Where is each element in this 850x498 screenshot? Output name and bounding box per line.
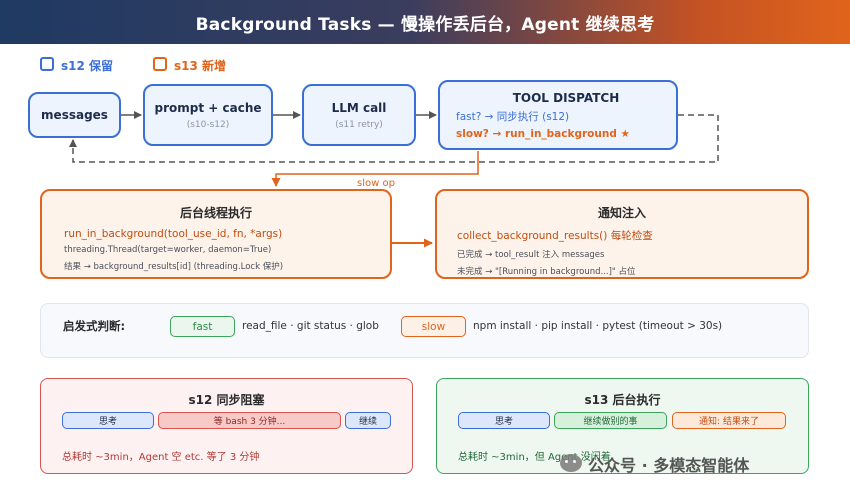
s13-total-time: 总耗时 ~3min，但 Agent 没闲着: [458, 452, 611, 463]
s12-continue-step: 继续: [345, 412, 391, 429]
slow-op-label: slow op: [357, 178, 395, 189]
tool-dispatch-title: TOOL DISPATCH: [512, 90, 620, 105]
background-thread-line3: 结果 → background_results[id] (threading.L…: [64, 262, 284, 272]
llm-call-node: LLM call (s11 retry): [302, 84, 416, 146]
notify-line1: collect_background_results() 每轮检查: [457, 230, 653, 242]
s13-think-step: 思考: [458, 412, 550, 429]
prompt-cache-sub: (s10-s12): [186, 119, 230, 130]
s12-title: s12 同步阻塞: [188, 393, 265, 407]
notify-injection-title: 通知注入: [597, 206, 646, 220]
llm-call-sub: (s11 retry): [335, 119, 383, 130]
legend-s13-label: s13 新增: [174, 59, 227, 73]
slow-tag: slow: [401, 316, 466, 337]
background-thread-title: 后台线程执行: [179, 206, 252, 220]
watermark-text: 公众号 · 多模态智能体: [588, 456, 750, 475]
notify-injection-box: 通知注入 collect_background_results() 每轮检查 已…: [435, 189, 809, 279]
llm-call-title: LLM call: [331, 100, 387, 115]
background-thread-line1: run_in_background(tool_use_id, fn, *args…: [64, 228, 283, 240]
slow-op-arrow: [271, 151, 479, 187]
background-thread-box: 后台线程执行 run_in_background(tool_use_id, fn…: [40, 189, 392, 279]
prompt-cache-node: prompt + cache (s10-s12): [143, 84, 273, 146]
tool-dispatch-slow: slow? → run_in_background ★: [456, 127, 630, 140]
legend-s13-swatch: [153, 57, 167, 71]
tool-dispatch-node: TOOL DISPATCH fast? → 同步执行 (s12) slow? →…: [438, 80, 678, 150]
s13-title: s13 后台执行: [584, 393, 661, 407]
legend-s12-swatch: [40, 57, 54, 71]
messages-node: messages: [28, 92, 121, 138]
page-title: Background Tasks — 慢操作丢后台，Agent 继续思考: [195, 14, 655, 35]
background-thread-line2: threading.Thread(target=worker, daemon=T…: [64, 245, 272, 255]
fast-examples: read_file · git status · glob: [242, 320, 379, 332]
s13-notify-step: 通知: 结果来了: [672, 412, 786, 429]
notify-line2: 已完成 → tool_result 注入 messages: [457, 250, 605, 260]
title-banner: Background Tasks — 慢操作丢后台，Agent 继续思考: [0, 0, 850, 44]
messages-node-title: messages: [41, 108, 108, 122]
wechat-icon: [560, 454, 582, 472]
notify-line3: 未完成 → "[Running in background...]" 占位: [457, 267, 636, 277]
s12-total-time: 总耗时 ~3min，Agent 空 etc. 等了 3 分钟: [62, 452, 260, 463]
s13-continue-step: 继续做别的事: [554, 412, 667, 429]
heuristics-label: 启发式判断:: [63, 319, 126, 333]
slow-examples: npm install · pip install · pytest (time…: [473, 320, 723, 332]
s12-wait-step: 等 bash 3 分钟...: [158, 412, 341, 429]
fast-tag: fast: [170, 316, 235, 337]
s12-think-step: 思考: [62, 412, 154, 429]
tool-dispatch-fast: fast? → 同步执行 (s12): [456, 110, 570, 123]
legend-s12-label: s12 保留: [61, 59, 114, 73]
prompt-cache-title: prompt + cache: [154, 100, 262, 115]
